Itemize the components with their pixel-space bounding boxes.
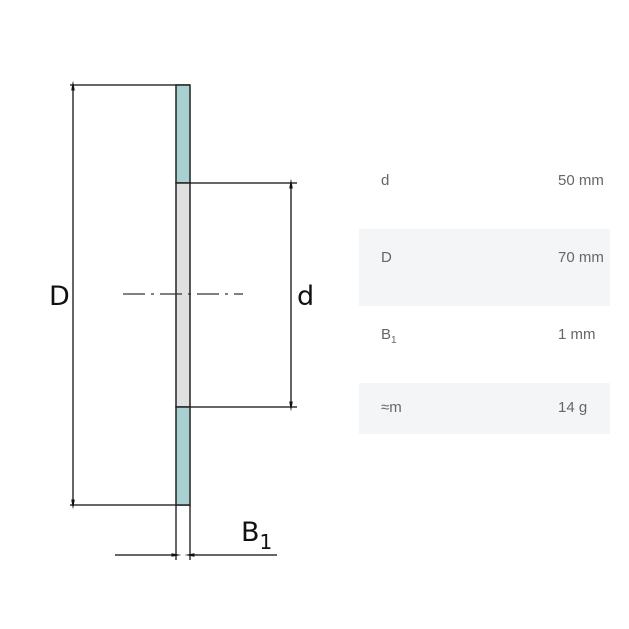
spec-label: d	[381, 172, 390, 189]
spec-value: 50 mm	[558, 172, 604, 189]
washer-section-top	[175, 84, 191, 184]
spec-label: B1	[381, 326, 397, 346]
label-B1: B1	[241, 517, 272, 554]
washer-section-bottom	[175, 406, 191, 506]
spec-value: 1 mm	[558, 326, 596, 343]
label-D: D	[49, 281, 70, 312]
washer-bore	[175, 182, 191, 408]
spec-label: D	[381, 249, 392, 266]
spec-row-D: D 70 mm	[359, 229, 610, 306]
spec-label: ≈m	[381, 399, 402, 416]
spec-row-d: d 50 mm	[359, 152, 610, 229]
spec-row-mass: ≈m 14 g	[359, 383, 610, 434]
label-d: d	[297, 281, 314, 312]
spec-value: 14 g	[558, 399, 588, 416]
spec-value: 70 mm	[558, 249, 604, 266]
spec-row-B1: B1 1 mm	[359, 306, 610, 383]
spec-table: d 50 mm D 70 mm B1 1 mm ≈m 14 g	[359, 152, 610, 434]
